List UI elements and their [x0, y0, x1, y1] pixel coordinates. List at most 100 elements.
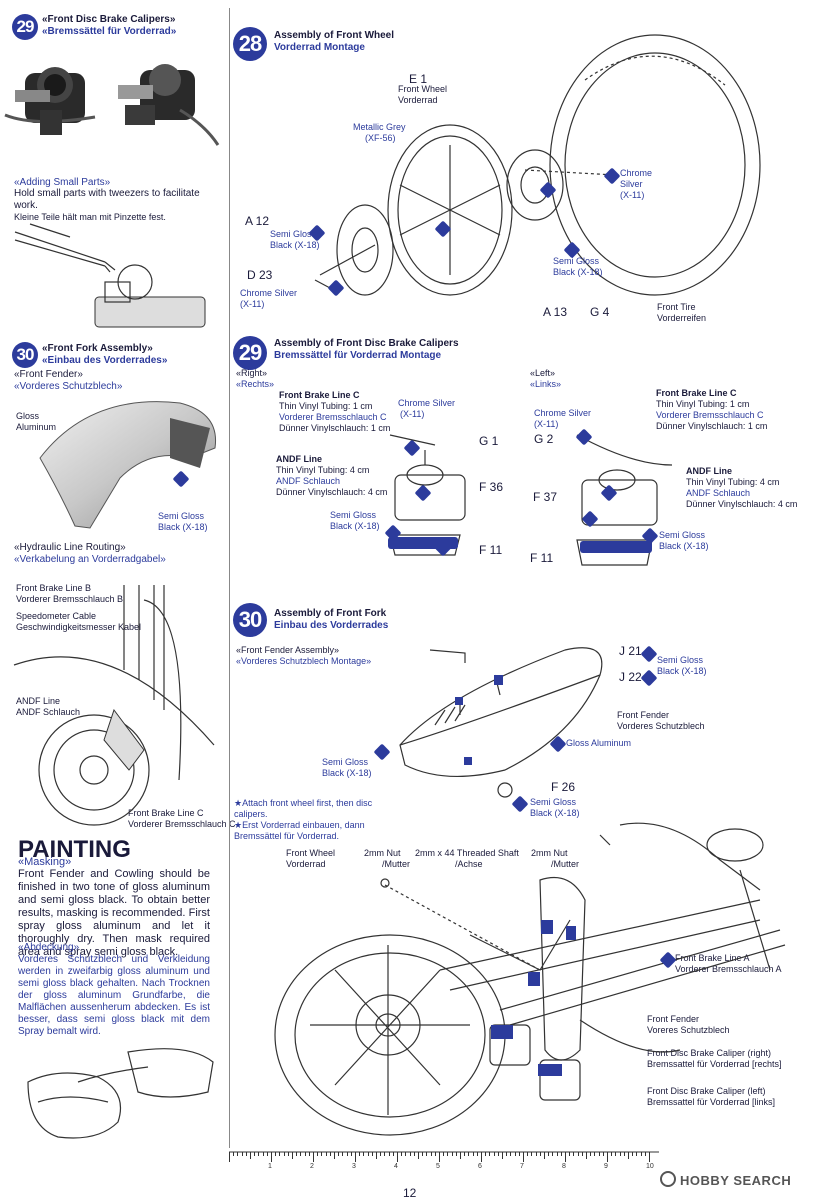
- ruler-label: 2: [310, 1163, 314, 1170]
- fork-blue-3: [528, 972, 540, 986]
- shaft-text: 2mm x 44 Threaded Shaft: [415, 848, 519, 858]
- e1-label: Front Wheel Vorderrad: [398, 84, 447, 106]
- painting-title: PAINTING: [18, 836, 131, 863]
- right-en: «Right»: [236, 368, 268, 378]
- front-tire-text: Front Tire: [657, 302, 696, 312]
- ruler-tick: [489, 1152, 491, 1156]
- brake-line-c-de: Vorderer Bremsschlauch C: [128, 819, 236, 829]
- r-andf-de: ANDF Schlauch: [276, 476, 341, 486]
- right-pad-blue: [388, 537, 458, 549]
- ruler-tick: [397, 1152, 398, 1162]
- ruler-tick: [237, 1152, 239, 1156]
- step-30-title-left: «Front Fork Assembly» «Einbau des Vorder…: [42, 343, 167, 367]
- ruler-tick: [464, 1152, 466, 1156]
- fork-vorderrad: Vorderrad: [286, 859, 326, 869]
- ruler-tick: [233, 1152, 235, 1156]
- attach-note-en: ★Attach front wheel first, then disc cal…: [234, 798, 373, 819]
- nut2-label: 2mm Nut /Mutter: [531, 848, 579, 870]
- r-fbl-c: Front Brake Line C: [279, 390, 360, 400]
- ruler-tick: [258, 1152, 260, 1156]
- ruler-tick: [443, 1152, 445, 1156]
- metallic-grey-label: Metallic Grey (XF-56): [353, 122, 406, 144]
- part-a13: A 13: [543, 305, 568, 319]
- part-e1: E 1: [409, 72, 428, 86]
- ruler-tick: [367, 1152, 369, 1156]
- a12-semi-gloss-text: Semi Gloss: [270, 229, 317, 239]
- fender-illustration: [39, 401, 217, 529]
- ruler-tick: [577, 1152, 579, 1156]
- ruler-tick: [275, 1152, 277, 1156]
- gloss-label: Gloss: [16, 411, 40, 421]
- gloss-aluminum-fender: Gloss Aluminum: [566, 738, 632, 748]
- left-de: «Links»: [530, 379, 562, 389]
- aluminum-label: Aluminum: [16, 422, 57, 432]
- silver-text: Silver: [620, 179, 643, 189]
- ruler-label: 3: [352, 1163, 356, 1170]
- shaft-label: 2mm x 44 Threaded Shaft /Achse: [415, 848, 519, 870]
- ruler-tick: [325, 1152, 327, 1156]
- left-en: «Left»: [530, 368, 556, 378]
- brake-line-c-en: Front Brake Line C: [128, 808, 204, 818]
- chrome-silver-right-label: Chrome Silver (X-11): [620, 168, 652, 201]
- l-tubing-de: Dünner Vinylschlauch: 1 cm: [656, 421, 768, 431]
- fbl-a-de: Vorderer Bremsschlauch A: [675, 964, 782, 974]
- ruler-tick: [632, 1152, 634, 1156]
- fender-assembly-en: «Front Fender Assembly»: [236, 645, 340, 655]
- ruler-tick: [611, 1152, 613, 1156]
- ruler-tick: [346, 1152, 348, 1156]
- hydraulic-title-en: «Hydraulic Line Routing»: [14, 542, 126, 553]
- ruler-tick: [266, 1152, 268, 1156]
- hydraulic-heading: «Hydraulic Line Routing» «Verkabelung an…: [14, 542, 166, 566]
- fork-blue-2: [566, 926, 576, 940]
- ruler-tick: [279, 1152, 281, 1156]
- hydraulic-label-3: ANDF Line ANDF Schlauch: [16, 696, 80, 718]
- part-f11-left: F 11: [530, 551, 554, 565]
- ruler-tick: [493, 1152, 495, 1156]
- ruler-tick: [254, 1152, 256, 1156]
- l-andf: ANDF Line: [686, 466, 732, 476]
- left-brake-line-c: Front Brake Line C Thin Vinyl Tubing: 1 …: [656, 388, 767, 432]
- ruler-tick: [405, 1152, 407, 1156]
- small-parts-de: Kleine Teile hält man mit Pinzette fest.: [14, 212, 166, 222]
- painting-en: Front Fender and Cowling should be finis…: [18, 868, 210, 958]
- fender-blue-mark-2: [494, 675, 503, 685]
- nut2-mutter: /Mutter: [551, 859, 580, 869]
- ruler-tick: [451, 1152, 453, 1156]
- xf56: (XF-56): [365, 133, 396, 143]
- f26-semi-gloss: Semi Gloss Black (X-18): [530, 797, 580, 819]
- l-x11: (X-11): [534, 419, 559, 429]
- l-fbl-c-de: Vorderer Bremsschlauch C: [656, 410, 764, 420]
- r-x11: (X-11): [400, 409, 425, 419]
- gloss-aluminum-label: Gloss Aluminum: [16, 411, 56, 433]
- fender-label-de: Vorderes Schutzblech: [617, 721, 705, 731]
- ruler-tick: [640, 1152, 642, 1156]
- e1-vorderrad: Vorderrad: [398, 95, 438, 105]
- j-semi-gloss: Semi Gloss Black (X-18): [657, 655, 707, 677]
- ruler-tick: [321, 1152, 323, 1156]
- ruler-tick: [636, 1152, 638, 1156]
- fender-label: Front Fender Vorderes Schutzblech: [617, 710, 705, 732]
- part-j22: J 22: [619, 670, 642, 684]
- a13-semi-gloss: Semi Gloss Black (X-18): [553, 256, 603, 278]
- ruler-tick: [476, 1152, 478, 1156]
- ruler-tick: [586, 1152, 587, 1159]
- ruler-tick: [313, 1152, 314, 1162]
- step-30-badge-right: 30: [233, 603, 267, 637]
- ruler-tick: [304, 1152, 306, 1156]
- hydraulic-label-4: Front Brake Line C Vorderer Bremsschlauc…: [128, 808, 236, 830]
- ruler-tick: [359, 1152, 361, 1156]
- ruler-label: 6: [478, 1163, 482, 1170]
- ruler-tick: [581, 1152, 583, 1156]
- attach-note-de: ★Erst Vorderrad einbauen, dann Bremssätt…: [234, 820, 365, 841]
- right-brake-line-c: Front Brake Line C Thin Vinyl Tubing: 1 …: [279, 390, 390, 434]
- ruler-tick: [544, 1152, 545, 1159]
- ruler-tick: [472, 1152, 474, 1156]
- j-semi-gloss-text: Semi Gloss: [657, 655, 704, 665]
- a13-semi-gloss-text: Semi Gloss: [553, 256, 600, 266]
- f26-black-text: Black (X-18): [530, 808, 580, 818]
- ruler-tick: [628, 1152, 629, 1159]
- step-30-badge-left: 30: [12, 342, 38, 368]
- ruler-tick: [338, 1152, 340, 1156]
- ruler-label: 10: [646, 1163, 654, 1170]
- ruler-tick: [535, 1152, 537, 1156]
